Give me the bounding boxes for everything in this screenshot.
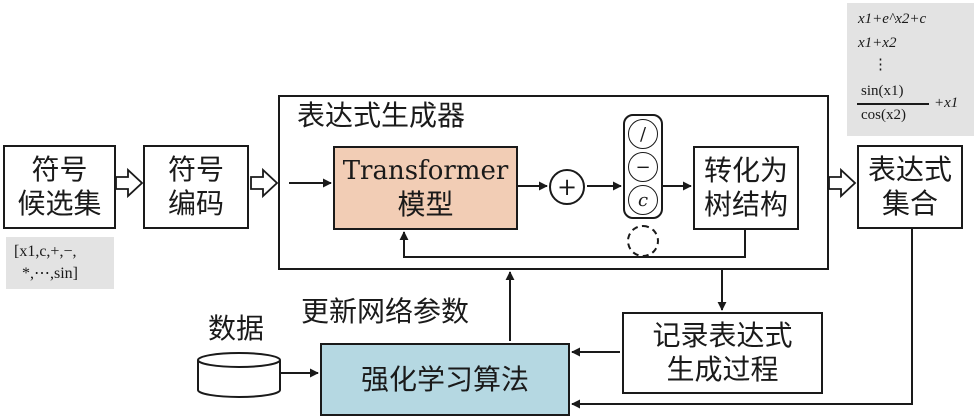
- data-label: 数据: [208, 312, 265, 345]
- expr-example-2: x1+x2: [858, 35, 897, 51]
- transformer-line2: 模型: [397, 188, 454, 221]
- symbol-set-note-line2: *,⋯,sin]: [22, 265, 78, 282]
- transformer-line1: Transformer: [342, 156, 509, 186]
- expr-example-frac-den: cos(x2): [861, 107, 906, 123]
- database-icon: [197, 352, 281, 398]
- tree-convert-line1: 转化为: [703, 154, 788, 187]
- token-empty-slot: [627, 225, 659, 257]
- plus-node: +: [549, 169, 585, 205]
- expr-set-line1: 表达式: [867, 153, 952, 186]
- expr-set-line2: 集合: [881, 187, 938, 220]
- token-minus: −: [628, 152, 658, 182]
- symbol-set-line1: 符号: [31, 153, 88, 186]
- expr-example-frac-bar: [857, 103, 929, 105]
- record-line1: 记录表达式: [652, 319, 793, 352]
- expr-example-1: x1+e^x2+c: [858, 11, 927, 27]
- token-constant-label: c: [637, 189, 649, 211]
- token-divide: /: [628, 119, 658, 149]
- expr-example-dots: ⋮: [873, 57, 888, 73]
- record-line2: 生成过程: [666, 353, 779, 386]
- generator-title: 表达式生成器: [297, 99, 466, 132]
- tree-convert-box: 转化为树结构: [693, 146, 799, 230]
- token-minus-label: −: [635, 156, 651, 178]
- symbol-set-note: [6, 237, 114, 289]
- feedback-tree-to-transformer: [399, 230, 746, 258]
- token-constant: c: [628, 185, 658, 215]
- hollow-arrow-set-to-encoding: [115, 167, 144, 199]
- rl-label: 强化学习算法: [360, 362, 529, 396]
- expr-set-box: 表达式集合: [857, 145, 963, 229]
- tree-convert-line2: 树结构: [703, 188, 788, 221]
- symbol-encoding-box: 符号编码: [143, 145, 249, 229]
- arrow-exprset-to-rl: [571, 229, 913, 409]
- symbol-encoding-line1: 符号: [167, 153, 224, 186]
- hollow-arrow-encoding-to-generator: [250, 167, 279, 199]
- symbol-set-note-line1: [x1,c,+,−,: [14, 243, 77, 260]
- symbol-set-line2: 候选集: [17, 187, 102, 220]
- generator-box: [278, 95, 829, 270]
- record-box: 记录表达式生成过程: [622, 312, 823, 394]
- hollow-arrow-generator-to-exprset: [828, 167, 857, 199]
- token-divide-label: /: [639, 123, 647, 145]
- expr-examples-note: [847, 3, 974, 136]
- plus-symbol: +: [556, 173, 578, 201]
- expr-example-frac-num: sin(x1): [861, 83, 904, 99]
- rl-box: 强化学习算法: [320, 343, 570, 416]
- update-params-label: 更新网络参数: [301, 295, 470, 328]
- symbol-encoding-line2: 编码: [167, 187, 224, 220]
- expr-example-tail: +x1: [934, 95, 959, 111]
- symbol-set-box: 符号候选集: [3, 145, 116, 229]
